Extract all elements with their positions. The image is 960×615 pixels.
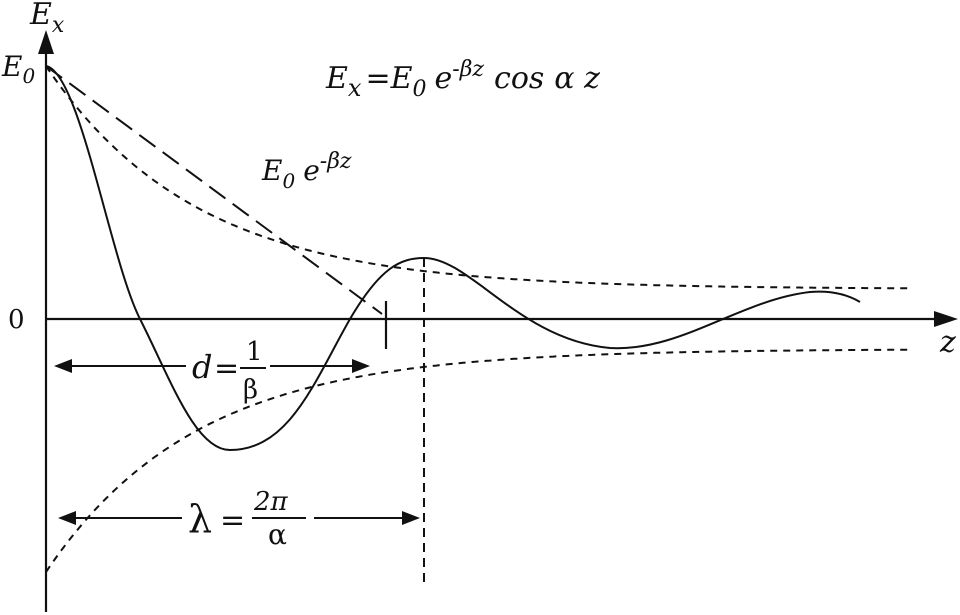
lambda-denominator: α bbox=[268, 518, 287, 551]
d-denominator: β bbox=[243, 375, 258, 405]
lower-envelope-curve bbox=[45, 348, 910, 573]
x-axis-label: z bbox=[939, 325, 956, 360]
d-symbol: d bbox=[192, 348, 212, 386]
upper-envelope-curve bbox=[45, 65, 910, 290]
d-arrow-left-head bbox=[54, 359, 72, 373]
d-arrow-right-head bbox=[352, 359, 370, 373]
e0-label: E0 bbox=[1, 50, 35, 88]
lambda-arrow-left-head bbox=[58, 511, 76, 525]
y-axis-arrow bbox=[38, 30, 54, 54]
x-axis-arrow bbox=[934, 311, 958, 327]
y-axis-label-subscript: x bbox=[52, 13, 65, 38]
zero-label: 0 bbox=[8, 305, 25, 335]
lambda-symbol: λ bbox=[188, 497, 212, 541]
lambda-arrow-right-head bbox=[402, 511, 420, 525]
y-axis-label: Ex bbox=[29, 0, 65, 38]
d-equals: = bbox=[214, 351, 239, 386]
e0-label-subscript: 0 bbox=[22, 64, 35, 88]
initial-tangent-line bbox=[45, 65, 383, 315]
lambda-numerator: 2π bbox=[253, 487, 289, 517]
d-numerator: 1 bbox=[246, 337, 263, 367]
lambda-equals: = bbox=[220, 503, 245, 538]
damped-wave-curve bbox=[45, 65, 861, 452]
